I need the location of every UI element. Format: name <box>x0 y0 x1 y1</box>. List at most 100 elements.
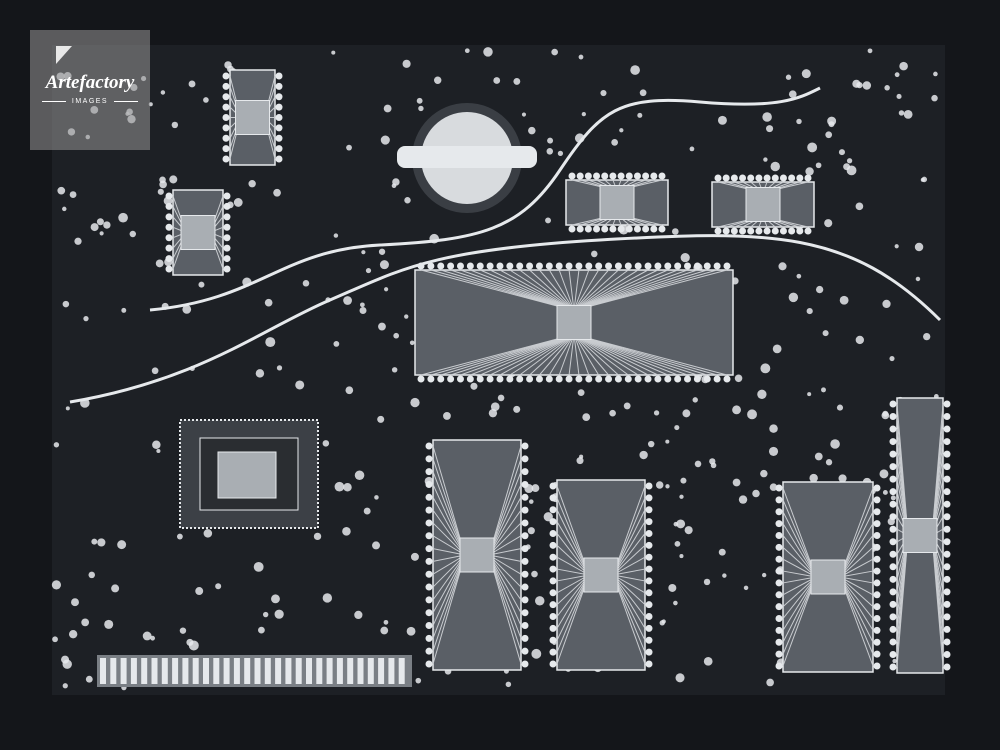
solder-dot <box>57 186 66 195</box>
solder-dot <box>814 452 823 461</box>
solder-dot <box>233 198 243 207</box>
connector-pin <box>357 658 364 684</box>
solder-dot <box>769 483 778 491</box>
connector-pin <box>378 658 385 684</box>
solder-dot <box>760 363 771 374</box>
connector-pin <box>388 658 395 684</box>
solder-dot <box>331 50 336 55</box>
solder-dot <box>52 636 58 643</box>
solder-dot <box>488 408 498 418</box>
connector-pin <box>233 658 240 684</box>
solder-dot <box>521 112 527 117</box>
solder-dot <box>483 47 493 57</box>
solder-dot <box>921 176 928 183</box>
qfp-chip <box>179 419 319 529</box>
solder-dot <box>276 365 283 371</box>
wires <box>69 86 942 404</box>
solder-dot <box>51 580 62 590</box>
solder-dot <box>762 572 767 578</box>
solder-dot <box>806 308 813 315</box>
solder-dot <box>692 397 698 403</box>
solder-dot <box>546 148 554 155</box>
solder-dot <box>188 640 199 651</box>
solder-dot <box>824 219 833 228</box>
solder-dot <box>81 618 90 627</box>
solder-dot <box>248 180 256 188</box>
solder-dot <box>535 596 545 606</box>
connector-pin <box>213 658 220 684</box>
solder-dot <box>513 405 521 413</box>
solder-dot <box>766 125 774 133</box>
solder-dot <box>505 681 512 688</box>
solder-dot <box>668 583 677 592</box>
solder-dot <box>867 48 873 54</box>
solder-dot <box>768 446 779 456</box>
solder-dot <box>830 439 840 449</box>
solder-dot <box>343 296 352 305</box>
solder-dot <box>69 191 77 198</box>
solder-dot <box>890 495 896 501</box>
solder-dot <box>933 71 938 77</box>
solder-dot <box>609 409 616 417</box>
solder-dot <box>855 335 864 345</box>
solder-dot <box>443 412 451 420</box>
solder-dot <box>274 609 284 619</box>
solder-dot <box>899 61 908 71</box>
watermark-logo: Artefactory IMAGES <box>30 30 150 150</box>
solder-dot <box>96 218 104 226</box>
solder-dot <box>528 499 534 504</box>
solder-dot <box>62 683 68 689</box>
solder-dot <box>785 74 792 80</box>
solder-dot <box>182 305 192 314</box>
solder-dot <box>894 72 900 78</box>
solder-dot <box>581 112 586 117</box>
solder-dot <box>637 112 643 118</box>
solder-dot <box>380 135 390 145</box>
solder-dot <box>215 583 222 590</box>
solder-dot <box>262 611 269 618</box>
connector-pin <box>223 658 230 684</box>
solder-dot <box>557 150 564 156</box>
solder-dot <box>152 440 161 449</box>
solder-dot <box>531 484 540 492</box>
solder-dot <box>747 409 757 420</box>
connector-pin <box>275 658 282 684</box>
solder-dot <box>470 382 478 390</box>
connector-pin <box>326 658 333 684</box>
solder-dot <box>894 244 899 249</box>
solder-dot <box>99 231 104 236</box>
solder-dot <box>762 112 772 122</box>
solder-dot <box>361 250 366 255</box>
solder-dot <box>931 94 938 102</box>
solder-dot <box>198 281 205 288</box>
solder-dot <box>838 149 845 156</box>
solder-dot <box>846 158 853 164</box>
solder-dot <box>760 469 768 478</box>
solder-dot <box>359 306 367 314</box>
solder-dot <box>852 79 861 88</box>
solder-dot <box>623 402 631 410</box>
solder-dot <box>653 410 660 416</box>
ic-chip <box>425 439 529 671</box>
solder-dot <box>672 228 679 235</box>
solder-dot <box>796 273 802 279</box>
ic-chip <box>889 397 951 674</box>
solder-dot <box>855 202 864 211</box>
solder-dot <box>513 77 521 85</box>
solder-dot <box>836 404 844 411</box>
connector-pin <box>151 658 158 684</box>
solder-dot <box>129 230 137 238</box>
connector-pin <box>182 658 189 684</box>
solder-dot <box>815 285 824 294</box>
solder-dot <box>717 115 727 125</box>
connector-pin <box>306 658 312 684</box>
solder-dot <box>807 142 818 153</box>
solder-dot <box>402 59 411 68</box>
solder-dot <box>345 386 354 395</box>
chips <box>165 69 951 674</box>
solder-dot <box>815 162 822 169</box>
solder-dot <box>265 337 276 348</box>
connector-pin <box>203 658 209 684</box>
solder-dot <box>703 578 711 586</box>
solder-dot <box>923 332 931 341</box>
